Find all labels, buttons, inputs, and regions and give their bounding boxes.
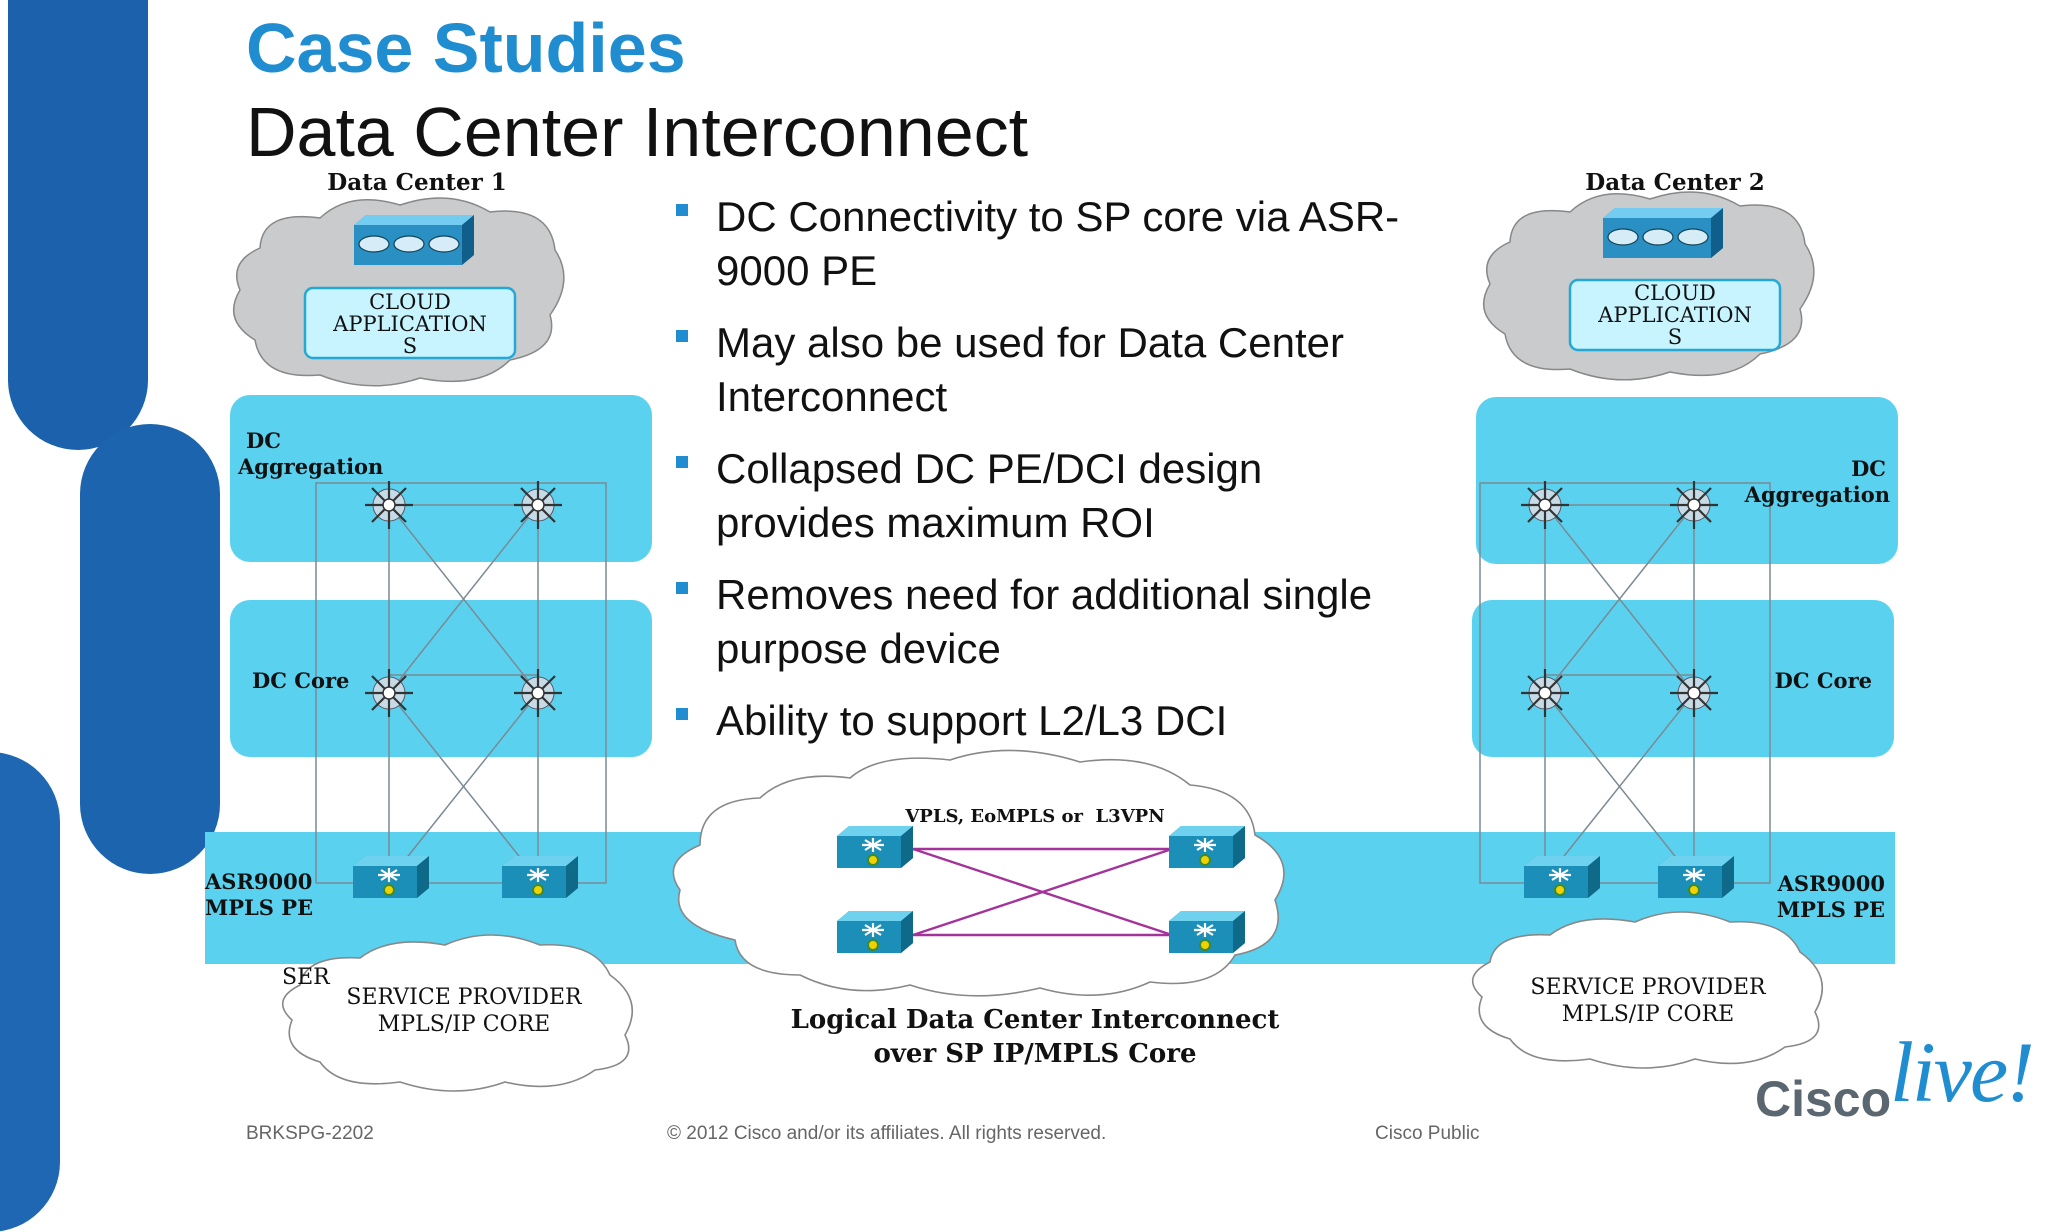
center-cloud-label: VPLS, EoMPLS or L3VPN bbox=[904, 806, 1164, 827]
dc1-cloud-app-line-2: APPLICATION bbox=[332, 312, 487, 336]
dc2-cloud-app-line-3: S bbox=[1668, 325, 1682, 349]
dc1-sp-cloud-line-1: SERVICE PROVIDER bbox=[346, 985, 583, 1010]
page-title: Case Studies bbox=[246, 9, 686, 87]
decor-pill-top bbox=[8, 0, 148, 450]
dc2-core-switch-2 bbox=[1668, 667, 1720, 719]
dc2-agg-switch-2 bbox=[1668, 479, 1720, 531]
dc2-pe-line-2: MPLS PE bbox=[1777, 897, 1885, 922]
footer-copyright: © 2012 Cisco and/or its affiliates. All … bbox=[667, 1123, 1107, 1144]
footer-session-code: BRKSPG-2202 bbox=[246, 1123, 374, 1144]
dc1-sp-cloud-line-2: MPLS/IP CORE bbox=[378, 1012, 550, 1037]
bullet-text: Collapsed DC PE/DCI design provides maxi… bbox=[716, 445, 1263, 546]
dc2-aggregation-line-2: Aggregation bbox=[1744, 482, 1890, 507]
logo-event-text: live! bbox=[1890, 1024, 2035, 1120]
dc1-pe-line-1: ASR9000 bbox=[204, 869, 312, 894]
dc1-pe-router-1 bbox=[351, 854, 431, 900]
cisco-live-logo: Cisco live! bbox=[1755, 1022, 2035, 1127]
dc2-pe-router-1 bbox=[1522, 854, 1602, 900]
bullet-square-icon bbox=[676, 330, 688, 342]
diagram-caption-line-1: Logical Data Center Interconnect bbox=[791, 1005, 1280, 1035]
page-subtitle: Data Center Interconnect bbox=[246, 93, 1029, 171]
dc1-cloud-app-box bbox=[303, 286, 517, 360]
center-router-2 bbox=[1167, 824, 1247, 870]
bullet-square-icon bbox=[676, 456, 688, 468]
center-cloud bbox=[672, 749, 1285, 997]
dc1-pe-line-2: MPLS PE bbox=[205, 895, 313, 920]
dc2-agg-switch-1 bbox=[1519, 479, 1571, 531]
dc1-core-label: DC Core bbox=[252, 668, 349, 693]
logo-brand-text: Cisco bbox=[1755, 1071, 1892, 1127]
bullet-text: Ability to support L2/L3 DCI bbox=[716, 697, 1228, 744]
decor-pill-middle bbox=[80, 424, 220, 874]
bullet-item: Removes need for additional single purpo… bbox=[672, 568, 1432, 676]
dc2-cloud-app-line-2: APPLICATION bbox=[1597, 303, 1752, 327]
diagram-caption-line-2: over SP IP/MPLS Core bbox=[873, 1039, 1196, 1069]
dc1-core-switch-2 bbox=[512, 667, 564, 719]
dc2-core-switch-1 bbox=[1519, 667, 1571, 719]
bullet-square-icon bbox=[676, 708, 688, 720]
dc1-sp-cloud bbox=[282, 934, 634, 1092]
dc1-agg-switch-1 bbox=[363, 479, 415, 531]
dc1-title: Data Center 1 bbox=[327, 169, 506, 196]
dc1-cloud-app-line-3: S bbox=[403, 334, 417, 358]
bullet-item: May also be used for Data Center Interco… bbox=[672, 316, 1432, 424]
footer-classification: Cisco Public bbox=[1375, 1123, 1480, 1144]
dc2-sp-cloud-line-1: SERVICE PROVIDER bbox=[1530, 975, 1767, 1000]
dc2-sp-cloud bbox=[1472, 911, 1824, 1069]
bullet-text: Removes need for additional single purpo… bbox=[716, 571, 1373, 672]
bullet-square-icon bbox=[676, 204, 688, 216]
dc1-core-panel bbox=[230, 600, 652, 757]
dc2-pe-router-2 bbox=[1656, 854, 1736, 900]
dc1-agg-switch-2 bbox=[512, 479, 564, 531]
bullet-square-icon bbox=[676, 582, 688, 594]
bullet-item: Collapsed DC PE/DCI design provides maxi… bbox=[672, 442, 1432, 550]
bullet-text: May also be used for Data Center Interco… bbox=[716, 319, 1344, 420]
center-router-4 bbox=[1167, 909, 1247, 955]
dc2-aggregation-panel bbox=[1476, 397, 1898, 564]
dc2-core-label: DC Core bbox=[1775, 668, 1872, 693]
dc1-aggregation-line-1: DC bbox=[246, 428, 281, 453]
bullet-item: Ability to support L2/L3 DCI bbox=[672, 694, 1432, 748]
bullet-text: DC Connectivity to SP core via ASR-9000 … bbox=[716, 193, 1400, 294]
center-router-1 bbox=[835, 824, 915, 870]
center-router-3 bbox=[835, 909, 915, 955]
bullet-list: DC Connectivity to SP core via ASR-9000 … bbox=[672, 190, 1432, 766]
dc2-pe-line-1: ASR9000 bbox=[1777, 871, 1885, 896]
dc1-aggregation-line-2: Aggregation bbox=[237, 454, 383, 479]
dc1-cloud-app-line-1: CLOUD bbox=[369, 290, 451, 314]
dc1-sp-cloud-fragment: SER bbox=[282, 965, 331, 990]
dc1-pe-router-2 bbox=[500, 854, 580, 900]
bullet-item: DC Connectivity to SP core via ASR-9000 … bbox=[672, 190, 1432, 298]
dc2-cloud-app-line-1: CLOUD bbox=[1634, 281, 1716, 305]
dc2-sp-cloud-line-2: MPLS/IP CORE bbox=[1562, 1002, 1734, 1027]
dc2-aggregation-line-1: DC bbox=[1851, 456, 1886, 481]
dci-diagram: Data Center 1 Data Center 2 CLOUD APPLIC… bbox=[204, 169, 1898, 1092]
dc1-aggregation-panel bbox=[230, 395, 652, 562]
dc2-title: Data Center 2 bbox=[1585, 169, 1764, 196]
dc2-cloud-app-box bbox=[1568, 278, 1782, 352]
dc1-core-switch-1 bbox=[363, 667, 415, 719]
